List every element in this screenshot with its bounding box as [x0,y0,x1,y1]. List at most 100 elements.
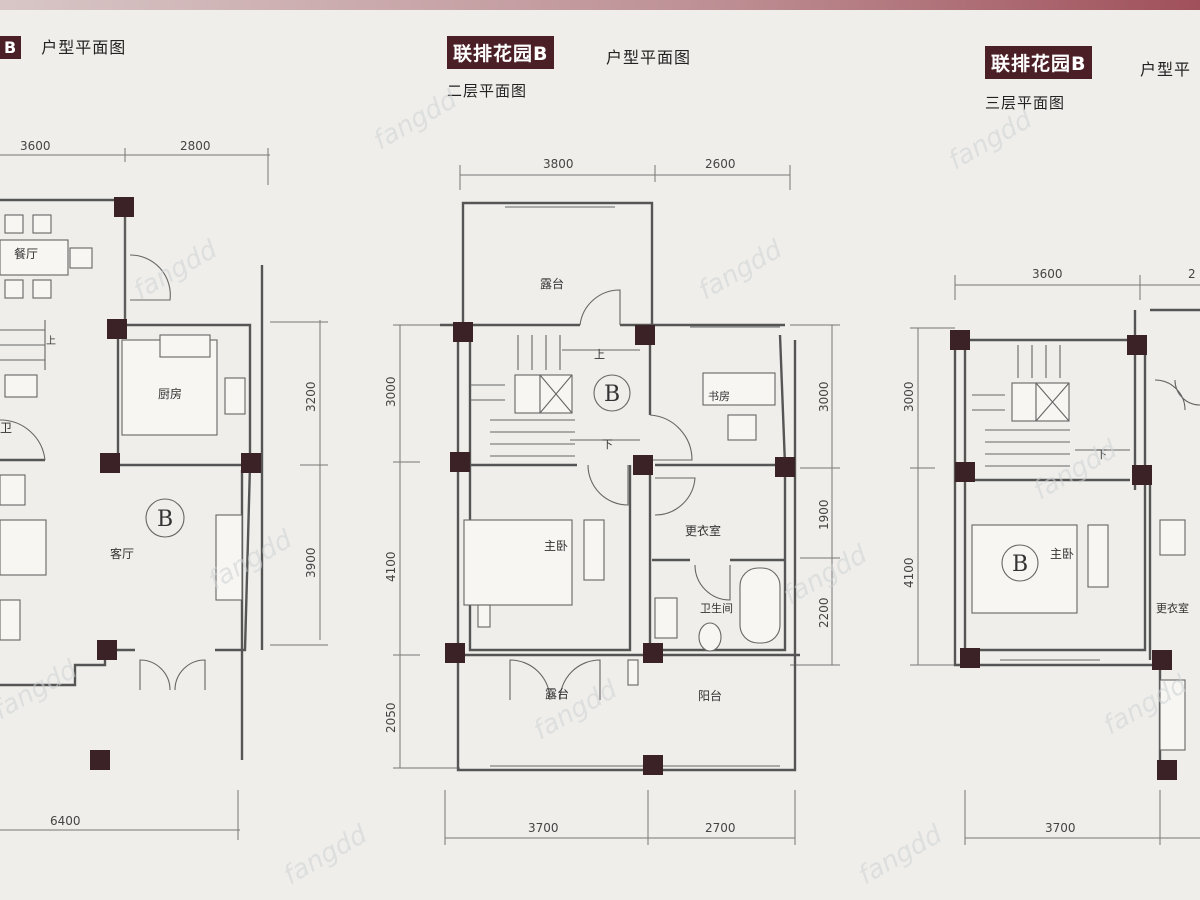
plan3-elevator-call [1011,382,1037,422]
plan1-stove [224,377,246,415]
plan3-balcony-fixture [1159,679,1186,751]
plan1-subtitle: 户型平面图 [41,38,127,57]
plan2-terrace-walls [461,201,654,335]
plan3-column [1132,465,1152,485]
plan1-armchair [0,474,26,506]
plan2: 3800 2600 3000 4100 2050 3000 1900 2200 … [384,157,840,845]
plan2-room-bath: 卫生间 [700,601,733,615]
plan3: 3600 2 3000 4100 3700 [902,267,1200,845]
plan2-room-study: 书房 [708,390,730,403]
plan1-chair [4,279,24,299]
plan3-room-closet: 更衣室 [1156,601,1189,615]
plan1-side-table [0,599,21,641]
watermark-text: fangdd [529,674,623,746]
watermark-text: fangdd [279,819,373,891]
plan3-room-master: 主卧 [1050,547,1074,561]
plan2-bathtub [739,567,781,644]
plan2-column [450,452,470,472]
plan1-wall [215,464,252,652]
plan3-outer-walls [953,330,1160,667]
plan2-column [633,455,653,475]
plan1-sofa [0,519,47,576]
plan2-elevator-cross [539,374,573,414]
plan2-stairs [470,335,640,457]
plan1-room-kitchen: 厨房 [158,386,182,401]
plan3-stairs [972,345,1130,467]
plan2-door-swing [579,289,621,326]
plan2-room-master: 主卧 [544,539,568,553]
plan3-stair-down: 下 [1096,448,1107,461]
plan1-column [97,640,117,660]
plan3-subtitle: 户型平 [1140,60,1192,79]
plan1-badge-letter: B [0,36,22,59]
plan3-bed [971,524,1078,614]
plan3-column [950,330,970,350]
plan3-marker: B [1012,552,1028,577]
plan2-room-terrace-top: 露台 [540,276,564,291]
plan2-bed [463,519,573,606]
plan1-chair [32,214,52,234]
watermark-text: fangdd [369,84,463,156]
plan1-column [241,453,261,473]
plan2-study-desk [702,372,776,406]
plan2-dim-top-b: 2600 [705,157,736,171]
plan1-header: B 户型平面图 [0,34,127,59]
plan1-stairs [0,320,46,370]
plan2-column [453,322,473,342]
plan3-closet-fixture [1159,519,1186,556]
top-banner-strip [0,0,1200,10]
plan2-balcony-fixture [627,659,639,686]
plan1-column [100,453,120,473]
plan3-dim-left-a: 3000 [902,381,916,412]
plan1-column [114,197,134,217]
plan2-outer-walls [456,330,797,772]
plan3-wall [1148,480,1162,775]
plan3-column [1127,335,1147,355]
plan2-dim-left-c: 2050 [384,702,398,733]
plan1-dim-top-b: 2800 [180,139,211,153]
plan2-elevator-call [514,374,541,414]
plan2-floor-title: 二层平面图 [447,82,528,100]
plan2-badge: 联排花园B [447,36,555,69]
plan1-tv-cabinet [215,514,243,601]
plan1-column [90,750,110,770]
plan2-toilet [698,622,722,652]
plan3-dim-bottom: 3700 [1045,821,1076,835]
plan1-marker: B [157,507,173,532]
plan2-room-balcony: 阳台 [698,688,722,703]
plan3-walls [963,338,1147,652]
plan1-column [107,319,127,339]
plan1-chair [69,247,93,269]
plan3-dim-top-a: 3600 [1032,267,1063,281]
plan2-column [775,457,795,477]
watermark-text: fangdd [854,819,948,891]
plan1-chair [32,279,52,299]
plan1-stair-up: 上 [46,335,56,347]
plan1-dim-top-a: 3600 [20,139,51,153]
plan1-door-swing [129,254,171,301]
plan1-walls [0,198,252,467]
plan3-dim-left-b: 4100 [902,557,916,588]
plan2-wardrobe [583,519,605,581]
plan3-door-swing [1154,379,1200,411]
plan1-bath-sink [4,374,38,398]
watermark-text: fangdd [0,654,83,726]
plan1-room-living: 客厅 [110,546,134,561]
plan2-door-swing [694,564,731,601]
plan2-nightstand [477,604,491,628]
plan2-column [445,643,465,663]
plan1-chair [4,214,24,234]
plan3-column [960,648,980,668]
plan2-room-terrace-bottom: 露台 [545,686,569,701]
plan1-door-swing [0,419,46,461]
plan3-column [955,462,975,482]
plan3-column [1152,650,1172,670]
plan2-column [643,643,663,663]
plan2-dim-bottom-b: 2700 [705,821,736,835]
plan2-column [643,755,663,775]
plan1-outer-walls [240,265,264,760]
plan2-room-closet: 更衣室 [685,523,721,538]
plan3-dim-top-b: 2 [1188,267,1196,281]
plan1-kitchen-sink [159,334,211,358]
